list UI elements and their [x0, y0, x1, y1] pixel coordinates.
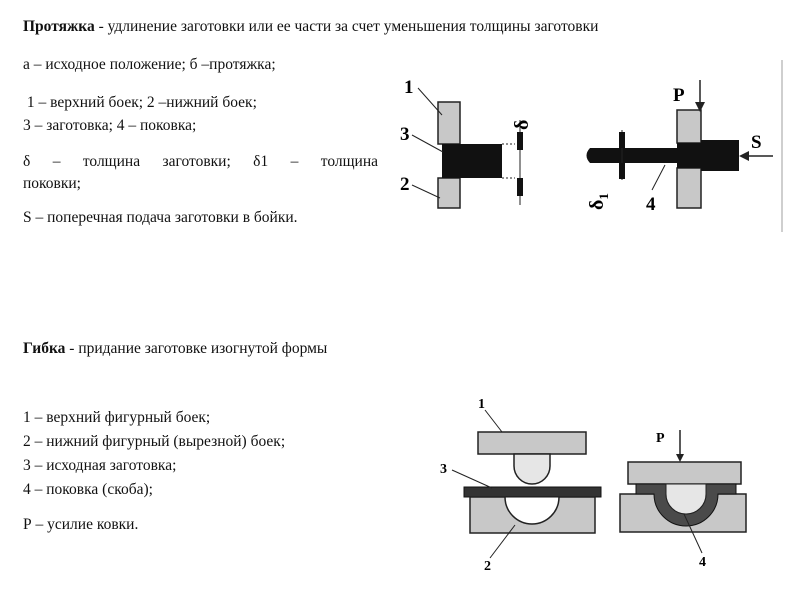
delta-mark-bottom [517, 178, 523, 196]
section1-title-term: Протяжка [23, 18, 95, 35]
label-upper-die: 1 [404, 77, 414, 98]
label-force-p: P [673, 85, 685, 106]
leader-bend-2 [489, 524, 516, 559]
label-forging: 4 [646, 194, 656, 215]
upper-die-punch-closed [665, 483, 707, 515]
leader-3 [411, 134, 444, 153]
section1-title-definition: - удлинение заготовки или ее части за сч… [94, 18, 599, 35]
label-forging-bracket: 4 [699, 555, 706, 570]
force-p-arrow-head [695, 102, 705, 112]
leader-2 [411, 184, 441, 199]
upper-die-2 [676, 109, 702, 144]
section1-line-6: S – поперечная подача заготовки в бойки. [23, 209, 298, 226]
upper-figured-die [477, 431, 587, 455]
feed-s-arrow-head [739, 151, 749, 161]
workpiece-thick [701, 140, 739, 171]
forging [586, 148, 677, 163]
upper-die [437, 101, 461, 145]
delta1-mark-top [619, 132, 625, 148]
section1-line-1: а – исходное положение; б –протяжка; [23, 56, 276, 73]
label-lower-figured-die: 2 [484, 559, 491, 574]
section2-title-definition: - придание заготовке изогнутой формы [65, 340, 328, 357]
label-initial-workpiece: 3 [440, 462, 447, 477]
initial-workpiece [463, 486, 602, 498]
leader-bend-3 [451, 469, 493, 489]
lower-die-2 [676, 167, 702, 209]
leader-4 [651, 164, 666, 191]
forging-in-die [677, 143, 701, 168]
label-lower-die: 2 [400, 174, 410, 195]
upper-die-closed [627, 461, 742, 485]
lower-die [437, 177, 461, 209]
label-delta1: δ1 [586, 193, 611, 210]
section2-title: Гибка - придание заготовке изогнутой фор… [23, 339, 327, 359]
workpiece [442, 144, 502, 178]
leader-1 [417, 87, 443, 116]
upper-die-punch [513, 453, 551, 485]
label-feed-s: S [751, 132, 762, 153]
section2-title-term: Гибка [23, 340, 66, 357]
section1-line-2: 1 – верхний боек; 2 –нижний боек; [23, 94, 257, 111]
section1-figure: 1 3 2 δ P S 4 δ1 [400, 60, 783, 232]
delta1-mark-bottom [619, 163, 625, 179]
force-p-bend-head [676, 454, 684, 462]
section1-line-3: 3 – заготовка; 4 – поковка; [23, 117, 197, 134]
section1-line-5: поковки; [23, 175, 81, 192]
label-workpiece: 3 [400, 124, 410, 145]
label-delta: δ [511, 120, 533, 130]
section1-title: Протяжка - удлинение заготовки или ее ча… [23, 17, 598, 37]
section1-line-4: δ – толщина заготовки; δ1 – толщина [23, 153, 378, 170]
lower-figured-die [469, 496, 596, 534]
label-force-p-bend: P [656, 431, 665, 446]
section2-line-2: 2 – нижний фигурный (вырезной) боек; [23, 433, 286, 450]
section2-line-3: 3 – исходная заготовка; [23, 457, 177, 474]
leader-bend-1 [484, 409, 503, 433]
leader-bend-4 [683, 513, 703, 554]
section2-figure: 1 3 2 P 4 [440, 397, 747, 574]
section2-line-5: Р – усилие ковки. [23, 516, 139, 533]
label-upper-figured-die: 1 [478, 397, 485, 412]
section2-line-1: 1 – верхний фигурный боек; [23, 409, 211, 426]
delta-mark-top [517, 132, 523, 150]
section2-line-4: 4 – поковка (скоба); [23, 481, 153, 498]
